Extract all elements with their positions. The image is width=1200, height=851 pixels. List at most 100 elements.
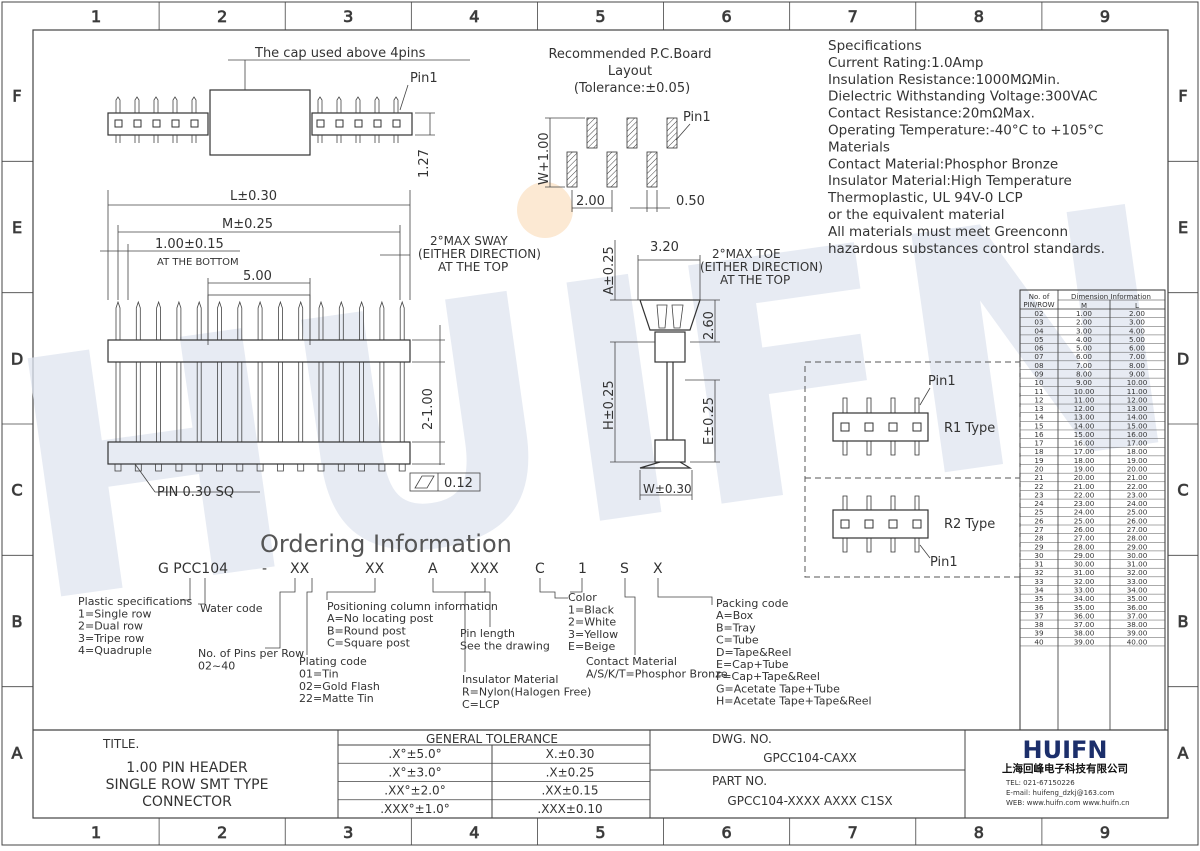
sway-3: AT THE TOP <box>438 260 508 274</box>
table-cell-pins: 07 <box>1034 352 1043 361</box>
order-leader <box>539 578 568 599</box>
front-pin-top <box>115 300 121 340</box>
order-contact: A/S/K/T=Phosphor Bronze <box>586 668 728 681</box>
order-packing: H=Acetate Tape+Tape&Reel <box>716 695 872 708</box>
zone-row-right: C <box>1177 481 1188 500</box>
order-code-part: A <box>428 561 438 577</box>
zone-row-left: D <box>11 349 23 368</box>
zone-col-bottom: 9 <box>1100 823 1110 842</box>
front-pin-top <box>278 300 283 340</box>
table-cell-m: 18.00 <box>1074 456 1095 465</box>
table-cell-l: 9.00 <box>1129 369 1145 378</box>
order-code-part: S <box>620 561 629 577</box>
order-leader <box>198 578 206 605</box>
order-positioning: A=No locating post <box>327 612 434 625</box>
table-cell-m: 12.00 <box>1074 404 1095 413</box>
table-cell-l: 32.00 <box>1127 568 1148 577</box>
table-cell-m: 28.00 <box>1074 542 1095 551</box>
table-cell-m: 7.00 <box>1076 361 1092 370</box>
table-cell-m: 5.00 <box>1076 344 1092 353</box>
table-cell-pins: 05 <box>1034 335 1043 344</box>
table-cell-l: 23.00 <box>1127 490 1148 499</box>
table-cell-m: 3.00 <box>1076 326 1092 335</box>
table-cell-pins: 13 <box>1034 404 1043 413</box>
table-cell-m: 33.00 <box>1074 585 1095 594</box>
pcb-dim-w: W+1.00 <box>537 132 552 185</box>
pin-tip <box>355 96 361 113</box>
order-water: Water code <box>200 602 263 615</box>
table-header-right: Dimension Information <box>1071 293 1151 301</box>
title-line-2: SINGLE ROW SMT TYPE <box>106 777 269 793</box>
spec-line: Operating Temperature:-40°C to +105°C <box>828 123 1103 139</box>
spec-line: Insulation Resistance:1000MΩMin. <box>828 72 1060 88</box>
front-pin-top <box>298 300 304 340</box>
side-dim-h: H±0.25 <box>602 380 617 430</box>
order-code-part: XXX <box>470 561 499 577</box>
table-cell-l: 24.00 <box>1127 499 1148 508</box>
zone-row-right: A <box>1178 743 1189 762</box>
table-cell-m: 13.00 <box>1074 413 1095 422</box>
order-plastic: Plastic specifications <box>78 595 192 608</box>
tol-linear: X.±0.30 <box>546 747 595 761</box>
order-packing: A=Box <box>716 609 754 622</box>
zone-row-left: E <box>12 218 22 237</box>
order-plating: 02=Gold Flash <box>299 680 380 693</box>
table-cell-pins: 35 <box>1034 594 1043 603</box>
table-cell-l: 33.00 <box>1127 577 1148 586</box>
r2-pin-bottom <box>866 538 872 553</box>
r1-pin <box>840 422 850 432</box>
order-plating: 01=Tin <box>299 667 339 680</box>
zone-col-bottom: 3 <box>343 823 353 842</box>
dim-vertical: 2-1.00 <box>421 388 436 430</box>
order-packing: E=Cap+Tube <box>716 658 789 671</box>
table-cell-l: 26.00 <box>1127 516 1148 525</box>
zone-row-left: C <box>11 481 22 500</box>
r2-pin <box>912 519 922 529</box>
table-cell-m: 35.00 <box>1074 603 1095 612</box>
table-cell-l: 14.00 <box>1127 413 1148 422</box>
order-leader <box>326 578 376 600</box>
spec-line: hazardous substances control standards. <box>828 241 1105 257</box>
pin-square <box>171 119 180 128</box>
front-pin-top <box>399 300 405 340</box>
table-cell-pins: 08 <box>1034 361 1044 370</box>
zone-col-top: 5 <box>595 7 605 26</box>
r1-pin <box>864 422 874 432</box>
table-cell-l: 3.00 <box>1129 318 1145 327</box>
spec-line: Contact Resistance:20mΩMax. <box>828 106 1035 122</box>
order-leader <box>306 578 313 655</box>
r2-pin <box>888 519 898 529</box>
front-pin-top <box>359 300 364 340</box>
table-cell-m: 37.00 <box>1074 620 1095 629</box>
title-line-1: 1.00 PIN HEADER <box>126 760 248 776</box>
table-cell-pins: 39 <box>1034 629 1044 638</box>
dim-l: L±0.30 <box>230 189 277 204</box>
table-cell-m: 20.00 <box>1074 473 1095 482</box>
dim-5: 5.00 <box>243 269 272 284</box>
table-cell-m: 36.00 <box>1074 611 1095 620</box>
dwg-label: DWG. NO. <box>712 732 772 746</box>
table-cell-pins: 30 <box>1034 551 1044 560</box>
order-pin-length: See the drawing <box>460 640 550 653</box>
pin-tip <box>393 96 399 113</box>
pin-tip <box>336 96 342 113</box>
order-positioning: C=Square post <box>327 637 411 650</box>
r1-pin <box>912 422 922 432</box>
table-cell-pins: 23 <box>1034 490 1043 499</box>
side-dim-a: A±0.25 <box>602 246 617 295</box>
company-logo: HUIFN <box>1023 736 1108 764</box>
order-color: Color <box>568 591 597 604</box>
watermark-dot <box>517 182 573 238</box>
pin-tip <box>153 96 159 113</box>
order-leader <box>657 578 713 605</box>
table-cell-l: 25.00 <box>1127 508 1148 517</box>
company-web: WEB: www.huifn.com www.huifn.cn <box>1006 799 1130 807</box>
pcb-layout: Recommended P.C.Board Layout (Tolerance:… <box>537 47 712 212</box>
title-line-3: CONNECTOR <box>142 794 232 810</box>
table-cell-pins: 36 <box>1034 603 1044 612</box>
table-cell-m: 10.00 <box>1074 387 1095 396</box>
